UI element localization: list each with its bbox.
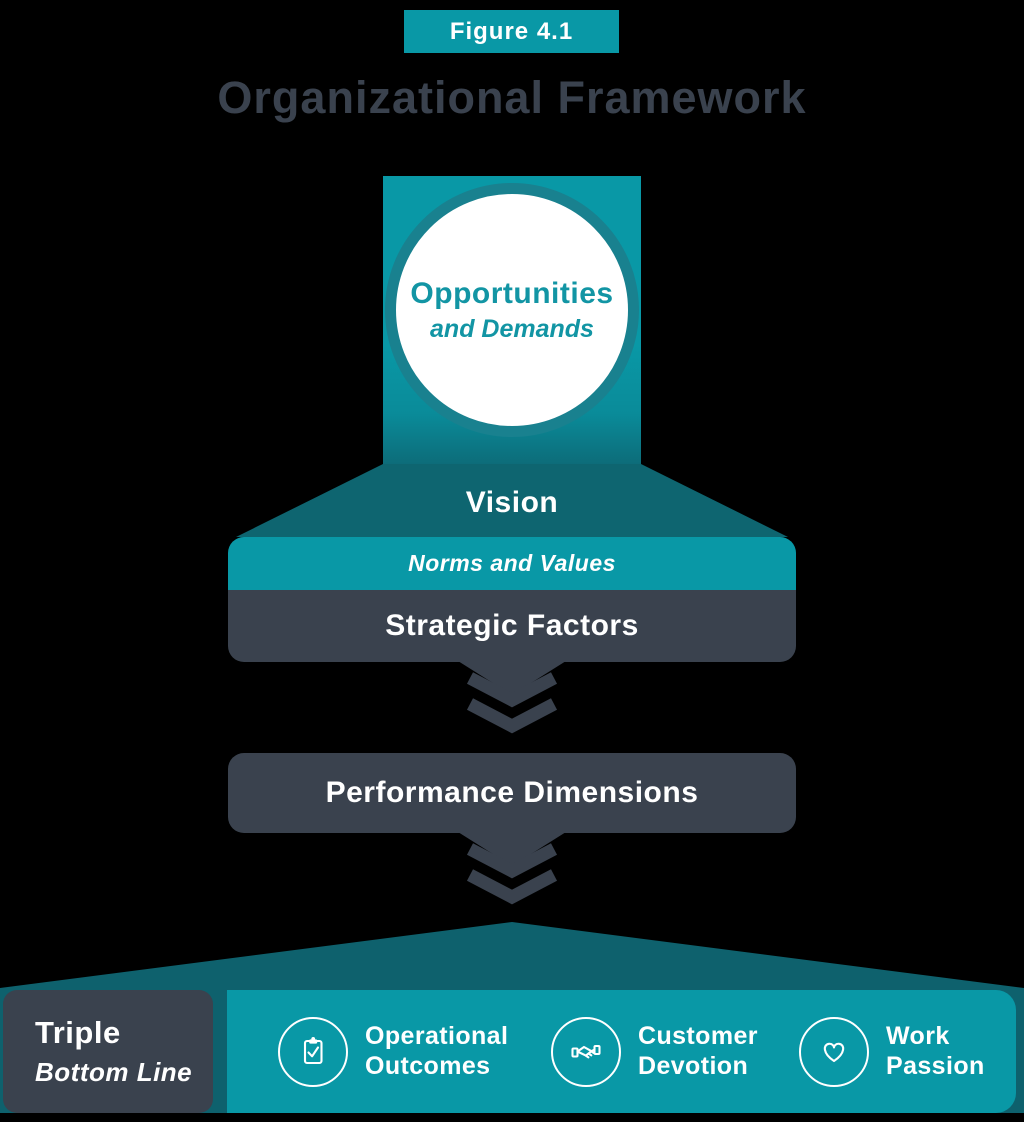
funnel-trapezoid [236, 464, 788, 537]
chevron-down-icon [458, 661, 566, 734]
bottom-item-operational-outcomes: Operational Outcomes [278, 1016, 509, 1087]
triple-label: Triple [35, 1015, 121, 1050]
norms-values-label: Norms and Values [408, 550, 616, 576]
heart-icon [799, 1016, 869, 1087]
bottom-item-label: Operational Outcomes [365, 1022, 509, 1080]
bottom-item-customer-devotion: Customer Devotion [551, 1016, 758, 1087]
opportunities-circle: Opportunities and Demands [385, 183, 639, 437]
bottom-item-work-passion: Work Passion [799, 1016, 985, 1087]
page-title: Organizational Framework [217, 72, 807, 123]
opportunities-subtitle: and Demands [430, 314, 594, 343]
chevron-down-icon [458, 832, 566, 905]
clipboard-check-icon [278, 1016, 348, 1087]
handshake-icon [551, 1016, 621, 1087]
opportunities-title: Opportunities [410, 276, 614, 310]
performance-dimensions-box: Performance Dimensions [228, 753, 796, 833]
triple-bottom-line-box: Triple Bottom Line [3, 990, 213, 1113]
strategic-factors-band: Strategic Factors [228, 590, 796, 662]
figure-badge-label: Figure 4.1 [449, 17, 574, 45]
figure-badge: Figure 4.1 [404, 10, 619, 53]
norms-values-band: Norms and Values [228, 537, 796, 590]
bottom-banner-body: Operational Outcomes Customer Devotion [227, 990, 1016, 1113]
performance-dimensions-label: Performance Dimensions [325, 776, 699, 809]
vision-label: Vision [465, 486, 559, 519]
bottom-item-label: Customer Devotion [638, 1022, 758, 1080]
bottom-item-label: Work Passion [886, 1022, 985, 1080]
strategic-factors-label: Strategic Factors [385, 609, 639, 642]
bottom-line-label: Bottom Line [35, 1057, 193, 1087]
